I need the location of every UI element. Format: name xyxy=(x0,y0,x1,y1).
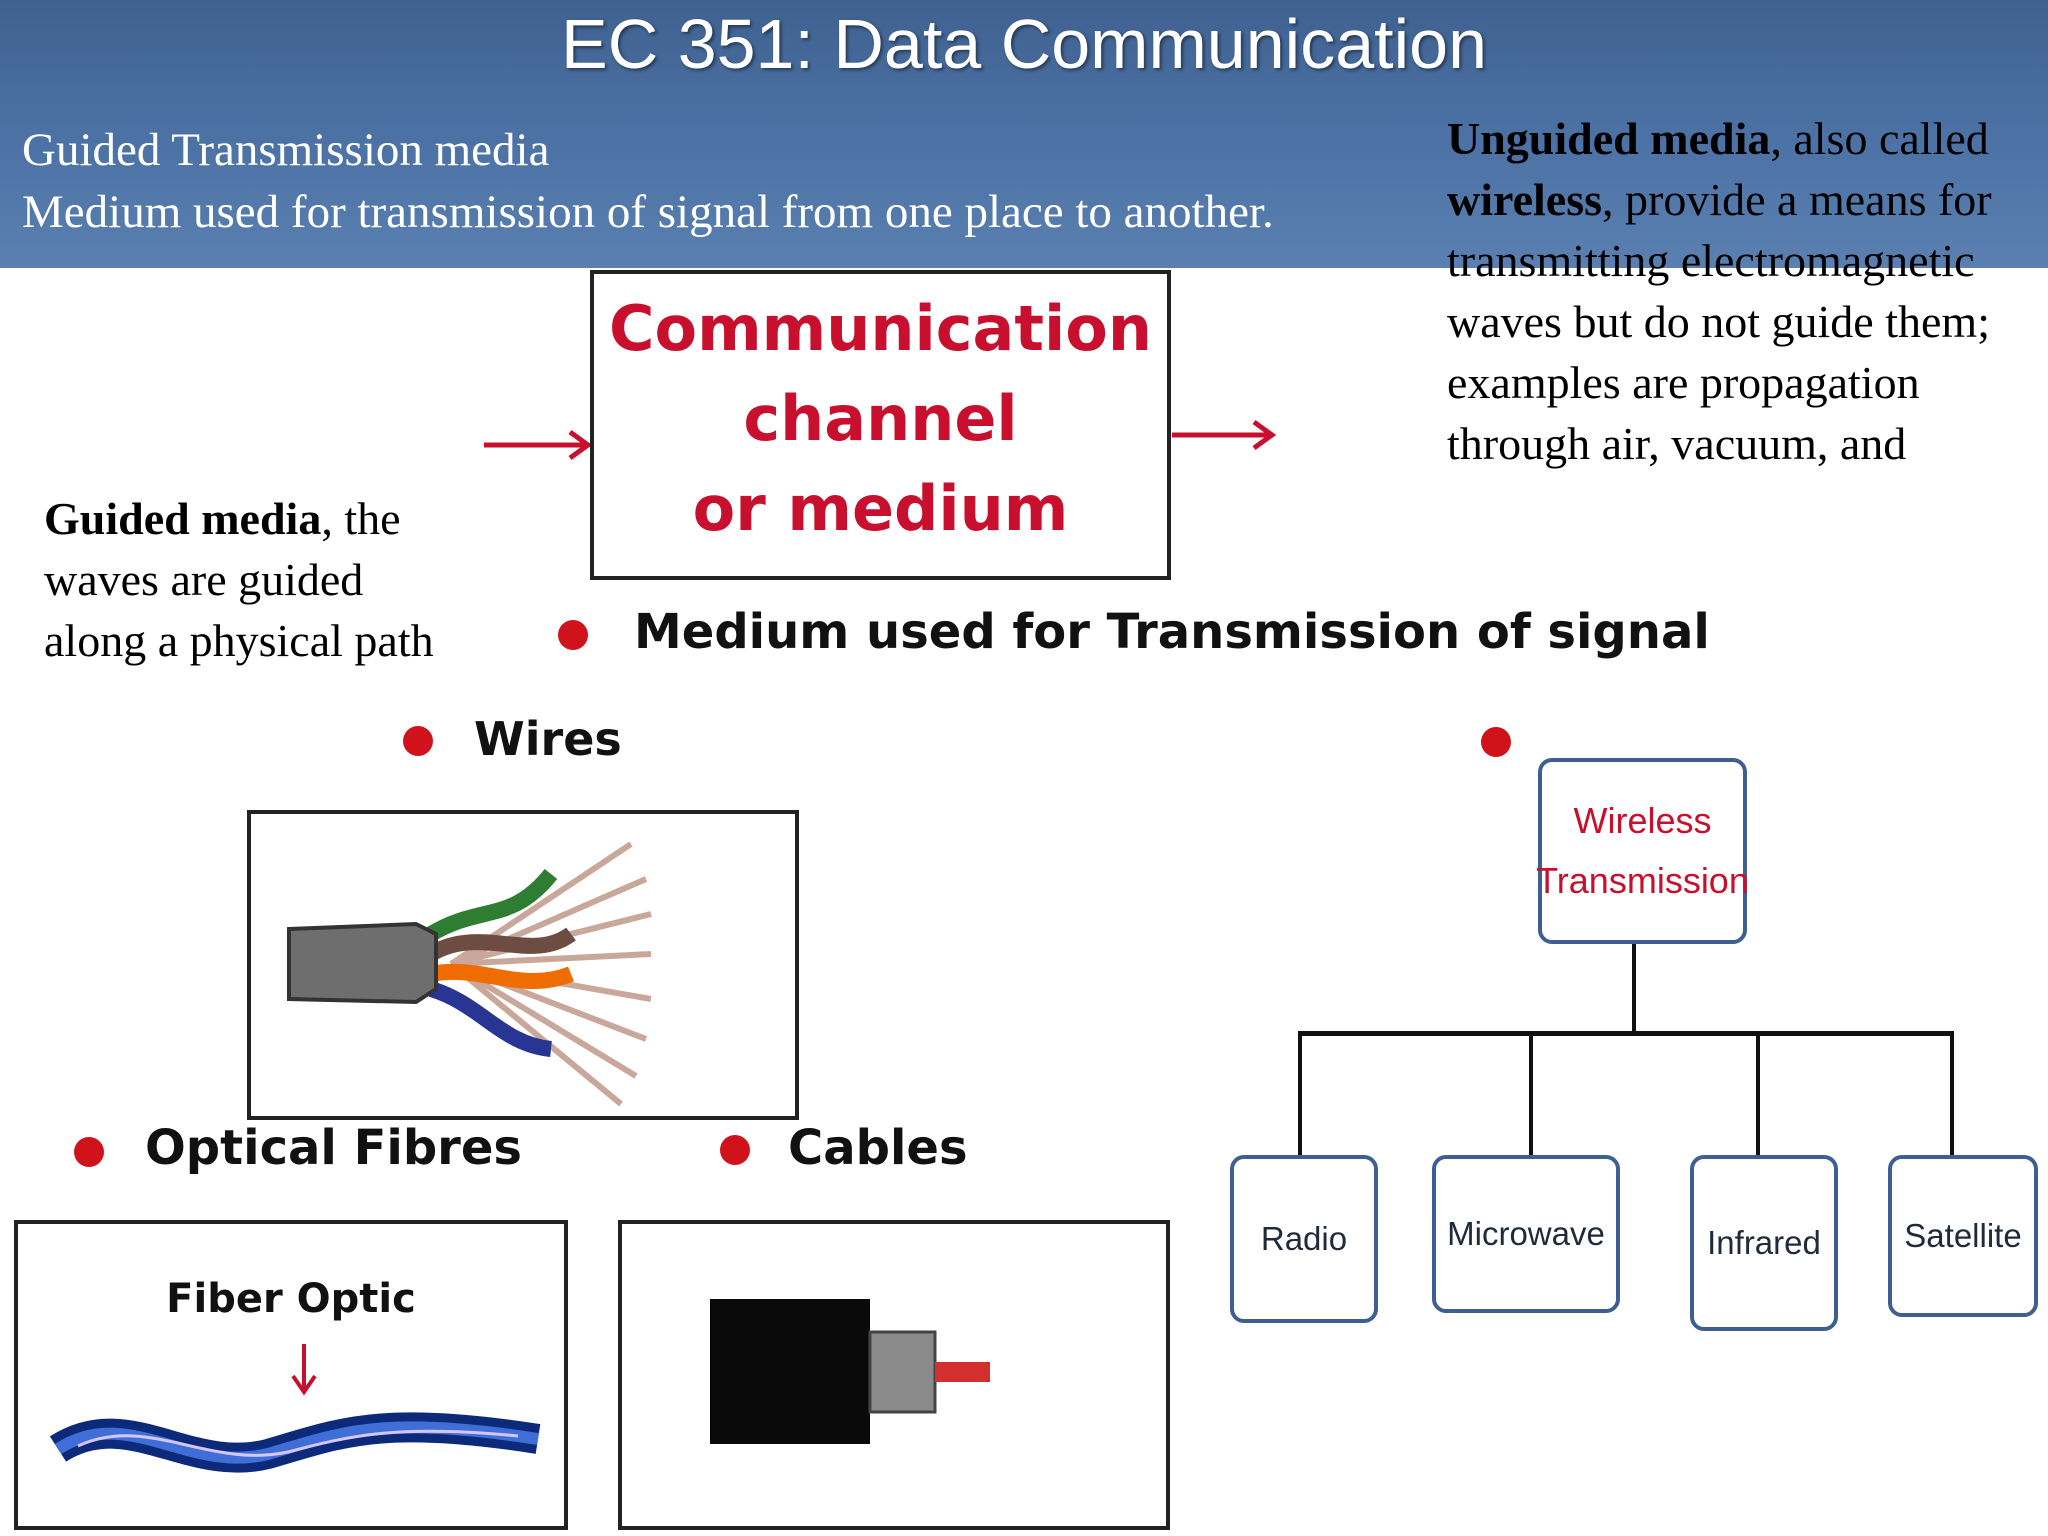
tree-connector xyxy=(1529,1031,1533,1157)
tree-connector xyxy=(1756,1031,1760,1157)
fiber-image-box: Fiber Optic xyxy=(14,1220,568,1530)
channel-box: Communication channel or medium xyxy=(590,270,1171,580)
bullet-dot xyxy=(720,1135,750,1165)
medium-heading: Medium used for Transmission of signal xyxy=(634,604,1710,660)
fiber-optic-illustration xyxy=(49,1344,541,1473)
bullet-dot xyxy=(74,1137,104,1167)
unguided-media-text: Unguided media, also called wireless, pr… xyxy=(1447,108,2047,474)
channel-line-2: channel xyxy=(743,382,1018,455)
guided-term: Guided media xyxy=(44,493,322,544)
wires-image-box xyxy=(247,810,799,1120)
cable-image-box xyxy=(618,1220,1170,1530)
tree-connector xyxy=(1298,1031,1954,1036)
infrared-box: Infrared xyxy=(1690,1155,1838,1331)
fiber-optic-caption: Fiber Optic xyxy=(166,1276,416,1322)
tree-connector xyxy=(1632,944,1636,1032)
wireless-root-line-2: Transmission xyxy=(1536,860,1749,901)
satellite-box: Satellite xyxy=(1888,1155,2038,1317)
bullet-dot xyxy=(403,726,433,756)
wireless-root-line-1: Wireless xyxy=(1573,800,1712,841)
subtitle-line-2: Medium used for transmission of signal f… xyxy=(22,186,1274,238)
guided-media-text: Guided media, the waves are guided along… xyxy=(44,488,464,671)
unguided-term: Unguided media xyxy=(1447,113,1771,164)
radio-box: Radio xyxy=(1230,1155,1378,1323)
bullet-dot xyxy=(1481,727,1511,757)
wires-label: Wires xyxy=(474,712,622,766)
cables-label: Cables xyxy=(788,1120,968,1176)
channel-line-3: or medium xyxy=(692,472,1069,545)
header-band xyxy=(0,0,2048,268)
slide-title: EC 351: Data Communication xyxy=(561,5,1487,83)
tree-connector xyxy=(1298,1031,1302,1157)
input-arrow xyxy=(484,429,593,461)
wireless-term: wireless xyxy=(1447,174,1603,225)
guided-text: , the waves are guided along a physical … xyxy=(44,493,434,666)
subtitle-line-1: Guided Transmission media xyxy=(22,124,550,176)
optical-fibres-label: Optical Fibres xyxy=(145,1120,522,1176)
channel-line-1: Communication xyxy=(608,292,1153,365)
tree-connector xyxy=(1950,1031,1954,1157)
unguided-text-1: , also called xyxy=(1770,113,1989,164)
unguided-text-2: , provide a means for transmitting elect… xyxy=(1447,174,1992,469)
wireless-transmission-box: Wireless Transmission xyxy=(1536,758,1749,944)
twisted-pair-cable-illustration xyxy=(287,841,652,1107)
bullet-dot xyxy=(558,620,588,650)
coaxial-cable-illustration xyxy=(710,1299,990,1444)
microwave-box: Microwave xyxy=(1432,1155,1620,1313)
output-arrow xyxy=(1172,419,1277,451)
